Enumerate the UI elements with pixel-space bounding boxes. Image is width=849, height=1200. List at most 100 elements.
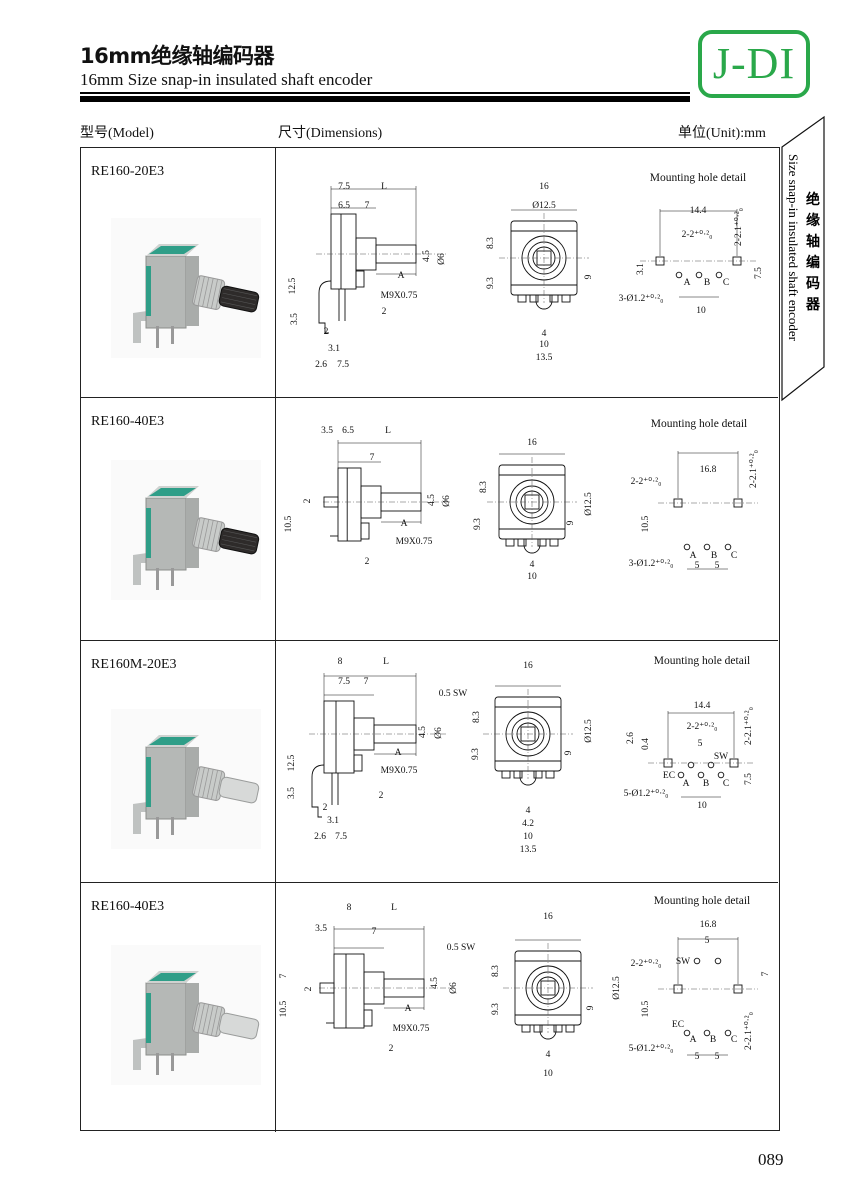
model-cell: RE160-40E3 (81, 398, 276, 640)
dimension-label: 8.3 (491, 965, 501, 977)
model-cell: RE160M-20E3 (81, 641, 276, 882)
product-photo-frame (111, 218, 261, 358)
pin-hole (683, 543, 691, 551)
model-name: RE160-20E3 (91, 164, 165, 179)
page-title-chinese: 16mm绝缘轴编码器 (80, 44, 275, 68)
mounting-label: B (710, 1035, 716, 1045)
dimension-label: 16 (543, 912, 553, 922)
mounting-hole-drawing (658, 451, 758, 570)
page-number: 089 (758, 1150, 784, 1169)
header-rule-thick (80, 96, 690, 102)
front-view-drawing (483, 685, 573, 786)
pin-hole (707, 761, 715, 769)
mounting-label: 7.5 (754, 267, 764, 279)
dimension-label: 9.3 (471, 748, 481, 760)
page-title-english: 16mm Size snap-in insulated shaft encode… (80, 70, 373, 89)
dimension-label: 8 (338, 657, 343, 667)
dimension-label: 9 (566, 520, 576, 525)
side-tab-char: 缘 (806, 212, 820, 229)
pin-hole (675, 271, 683, 279)
mounting-hole-title: Mounting hole detail (654, 655, 750, 667)
dimension-label: 4 (542, 329, 547, 339)
mounting-label: B (703, 779, 709, 789)
mounting-label: A (690, 1035, 697, 1045)
mounting-label: C (731, 1035, 737, 1045)
mounting-label: 5 (695, 561, 700, 571)
dimension-label: 7.5 (338, 677, 350, 687)
dimension-label: 8.3 (479, 481, 489, 493)
mounting-label: 10.5 (641, 1000, 651, 1017)
pin-hole (715, 271, 723, 279)
dimension-label: Ø12.5 (612, 976, 622, 1000)
mounting-pad (733, 498, 743, 508)
mounting-label: SW (714, 752, 728, 762)
dimension-label: 9.3 (486, 277, 496, 289)
product-photo-frame (111, 460, 261, 600)
dimension-label: 7.5 (335, 832, 347, 842)
front-view-drawing (499, 209, 589, 310)
dimension-label: 2 (323, 803, 328, 813)
mounting-label: 2-2⁺⁰·²₀ (631, 958, 662, 969)
dimension-label: 4.5 (422, 250, 432, 262)
dimension-label: 10 (543, 1069, 553, 1079)
dimension-label: 3.1 (328, 344, 340, 354)
dimension-label: 4.5 (427, 494, 437, 506)
product-photo-frame (111, 709, 261, 849)
dimension-label: 7 (365, 201, 370, 211)
dimension-label: 7 (372, 927, 377, 937)
dimension-label: A (398, 271, 405, 281)
dimension-label: A (401, 519, 408, 529)
mounting-label: A (690, 551, 697, 561)
mounting-label: 5-Ø1.2⁺⁰·²₀ (624, 788, 669, 799)
mounting-label: 5 (695, 1052, 700, 1062)
pin-hole (724, 1029, 732, 1037)
pin-hole (717, 771, 725, 779)
dimension-label: Ø6 (442, 495, 452, 507)
pin-hole (683, 1029, 691, 1037)
mounting-hole-drawing (658, 937, 758, 1056)
dimension-label: 9 (584, 274, 594, 279)
side-tab-char: 编 (806, 254, 820, 271)
dimension-label: Ø12.5 (584, 719, 594, 743)
mounting-hole-drawing (648, 711, 754, 798)
mounting-label: C (731, 551, 737, 561)
mounting-label: 3-Ø1.2⁺⁰·²₀ (619, 293, 664, 304)
side-view-drawing (319, 926, 454, 1029)
mounting-hole-title: Mounting hole detail (654, 895, 750, 907)
dimension-label: 7 (279, 973, 289, 978)
mounting-label: 3-Ø1.2⁺⁰·²₀ (629, 558, 674, 569)
dimension-label: 16 (527, 438, 537, 448)
mounting-label: 14.4 (690, 206, 707, 216)
mounting-label: 2-2⁺⁰·²₀ (687, 721, 718, 732)
mounting-label: B (711, 551, 717, 561)
mounting-label: 5 (705, 936, 710, 946)
dimension-label: 6.5 (342, 426, 354, 436)
side-tab-char: 轴 (806, 233, 820, 250)
dimension-label: 2.6 (314, 832, 326, 842)
dimension-label: 2 (389, 1044, 394, 1054)
mounting-label: A (684, 278, 691, 288)
pin-hole (695, 271, 703, 279)
header-rule-thin (80, 92, 690, 94)
product-photo (111, 218, 261, 358)
product-photo (111, 945, 261, 1085)
dimension-label: Ø6 (449, 982, 459, 994)
dimension-label: 10 (539, 340, 549, 350)
mounting-label: 2-2⁺⁰·²₀ (631, 476, 662, 487)
dimension-label: 16 (523, 661, 533, 671)
mounting-label: 5 (715, 1052, 720, 1062)
dimension-label: 9.3 (473, 518, 483, 530)
dimension-label: 4.5 (418, 726, 428, 738)
side-view-drawing (309, 673, 446, 818)
side-view-drawing (323, 440, 451, 542)
side-tab-english: Size snap-in insulated shaft encoder (786, 154, 801, 342)
dimension-label: 0.5 SW (447, 943, 476, 953)
dimension-label: M9X0.75 (396, 537, 433, 547)
dimension-label: 12.5 (288, 277, 298, 294)
